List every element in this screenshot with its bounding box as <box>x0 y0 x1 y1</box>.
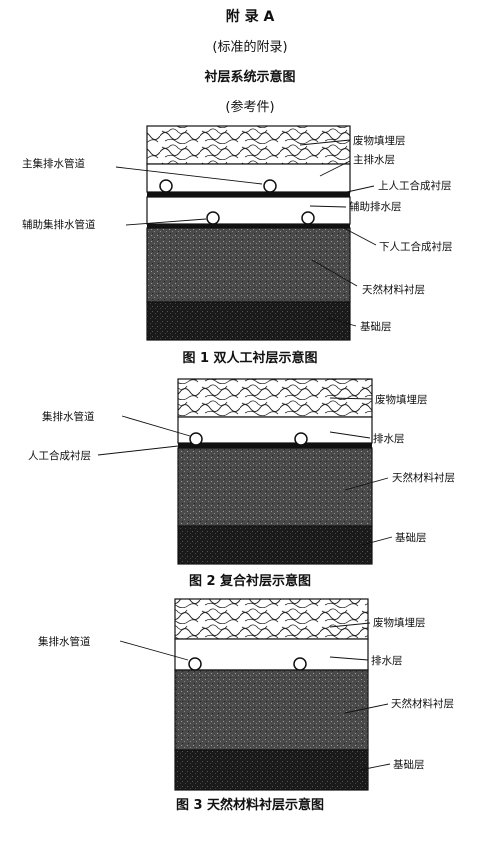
fig1-natural-label: 天然材料衬层 <box>362 283 425 296</box>
fig1-main-pipe-right <box>263 179 277 193</box>
section-note: (参考件) <box>225 100 275 115</box>
fig2-liner <box>178 443 372 448</box>
figure-2-caption: 图 2 复合衬层示意图 <box>188 574 312 589</box>
fig3-pipe-right <box>293 657 307 671</box>
fig1-main-pipe-label: 主集排水管道 <box>22 157 85 170</box>
fig2-pipe-label: 集排水管道 <box>42 410 95 423</box>
fig1-upper-liner-label: 上人工合成衬层 <box>378 179 452 192</box>
figure-1: 废物填埋层 主排水层 主集排水管道 上人工合成衬层 辅助排水层 辅助集排水管道 … <box>22 125 453 341</box>
fig2-waste-label: 废物填埋层 <box>375 393 428 406</box>
fig3-waste-label: 废物填埋层 <box>373 616 426 629</box>
figure-3: 废物填埋层 集排水管道 排水层 天然材料衬层 基础层 <box>38 598 454 791</box>
fig1-aux-pipe-right <box>301 211 315 225</box>
fig1-main-drain-label: 主排水层 <box>353 153 395 166</box>
fig1-upper-liner <box>147 192 350 197</box>
fig3-waste-layer <box>174 598 369 640</box>
fig1-base-layer <box>146 301 351 341</box>
fig3-natural-layer <box>174 669 369 751</box>
fig2-pipe-left <box>189 432 203 446</box>
fig1-aux-drain-label: 辅助排水层 <box>349 200 402 213</box>
section-title: 衬层系统示意图 <box>204 70 296 85</box>
fig2-natural-layer <box>177 447 373 527</box>
appendix-note: (标准的附录) <box>212 40 288 55</box>
fig3-natural-label: 天然材料衬层 <box>391 697 454 710</box>
fig2-base-layer <box>177 525 373 565</box>
fig2-base-label: 基础层 <box>395 531 427 544</box>
fig1-aux-drain-layer <box>146 196 351 225</box>
figure-3-caption: 图 3 天然材料衬层示意图 <box>175 798 325 813</box>
fig1-main-pipe-left <box>159 179 173 193</box>
figure-1-caption: 图 1 双人工衬层示意图 <box>182 351 318 366</box>
fig1-lower-liner <box>147 224 350 228</box>
appendix-title: 附 录 A <box>225 9 275 25</box>
fig2-natural-label: 天然材料衬层 <box>392 471 455 484</box>
fig2-drain-label: 排水层 <box>373 432 405 445</box>
figure-2: 废物填埋层 集排水管道 排水层 人工合成衬层 天然材料衬层 基础层 <box>28 378 455 565</box>
fig1-aux-pipe-left <box>206 211 220 225</box>
fig1-main-drain-layer <box>146 163 351 193</box>
fig1-waste-layer <box>146 125 351 165</box>
fig2-pipe-right <box>294 432 308 446</box>
fig3-base-label: 基础层 <box>393 758 425 771</box>
fig3-pipe-left <box>188 657 202 671</box>
fig3-drain-layer <box>174 638 369 671</box>
fig2-drain-layer <box>177 416 373 444</box>
fig1-lower-liner-label: 下人工合成衬层 <box>379 240 453 253</box>
fig1-aux-pipe-label: 辅助集排水管道 <box>22 218 96 231</box>
fig3-base-layer <box>174 749 369 791</box>
fig1-base-label: 基础层 <box>360 320 392 333</box>
fig2-liner-label: 人工合成衬层 <box>28 449 91 462</box>
fig1-natural-layer <box>146 227 351 303</box>
fig1-waste-label: 废物填埋层 <box>353 134 406 147</box>
fig3-pipe-label: 集排水管道 <box>38 635 91 648</box>
fig3-drain-label: 排水层 <box>371 654 403 667</box>
